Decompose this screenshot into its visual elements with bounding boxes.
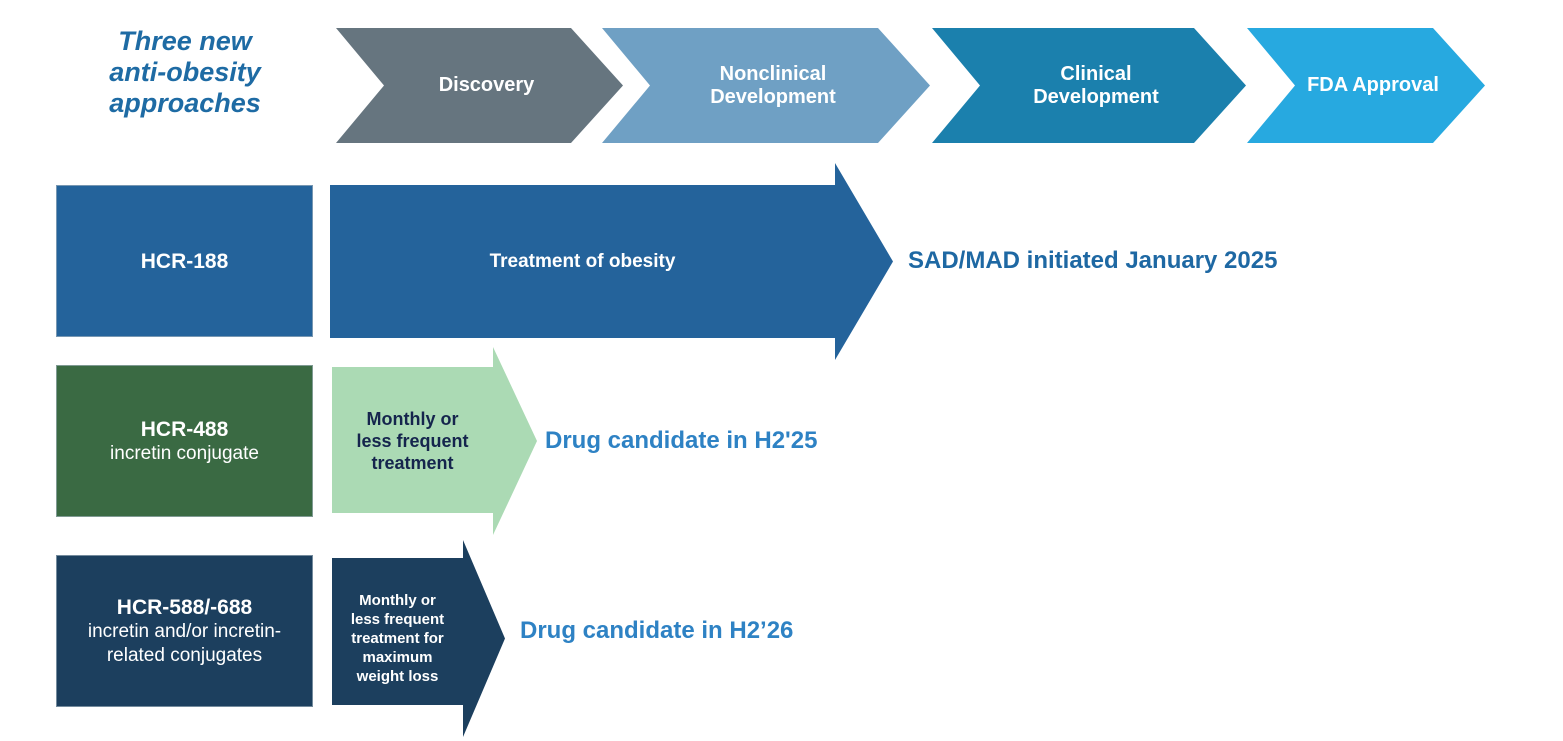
program-box-hcr-488: HCR-488 incretin conjugate xyxy=(56,365,313,517)
stage-chevron-nonclinical-development: Nonclinical Development xyxy=(602,28,930,143)
program-subtitle-hcr-488: incretin conjugate xyxy=(110,442,259,464)
milestone-hcr-588-688: Drug candidate in H2’26 xyxy=(520,617,794,644)
stage-label-discovery: Discovery xyxy=(438,74,535,96)
program-subtitle-hcr-588-688: incretin and/or incretin- related conjug… xyxy=(87,620,282,666)
stage-label-nonclinical-development: Nonclinical Development xyxy=(710,62,836,108)
stage-chevron-clinical-development: Clinical Development xyxy=(932,28,1246,143)
program-name-hcr-588-688: HCR-588/-688 xyxy=(116,595,253,619)
progress-arrow-hcr-188: Treatment of obesity xyxy=(330,163,893,360)
program-box-hcr-588-688: HCR-588/-688 incretin and/or incretin- r… xyxy=(56,555,313,707)
arrow-label-monthly-treatment: Monthly or less frequent treatment xyxy=(356,409,469,473)
program-box-hcr-188: HCR-188 xyxy=(56,185,313,337)
arrow-label-treatment-of-obesity: Treatment of obesity xyxy=(489,250,676,272)
milestone-hcr-488: Drug candidate in H2'25 xyxy=(545,427,818,454)
arrow-label-monthly-treatment-max-weight-loss: Monthly or less frequent treatment for m… xyxy=(350,592,445,685)
stage-chevron-discovery: Discovery xyxy=(336,28,623,143)
stage-chevron-fda-approval: FDA Approval xyxy=(1247,28,1485,143)
progress-arrow-hcr-488: Monthly or less frequent treatment xyxy=(332,347,537,535)
progress-arrow-hcr-588-688: Monthly or less frequent treatment for m… xyxy=(332,540,505,737)
stage-label-fda-approval: FDA Approval xyxy=(1307,74,1439,96)
program-name-hcr-188: HCR-188 xyxy=(140,249,229,273)
diagram-title: Three new anti-obesity approaches xyxy=(109,26,261,118)
program-name-hcr-488: HCR-488 xyxy=(140,417,229,441)
milestone-hcr-188: SAD/MAD initiated January 2025 xyxy=(908,247,1278,274)
stage-label-clinical-development: Clinical Development xyxy=(1033,62,1159,108)
